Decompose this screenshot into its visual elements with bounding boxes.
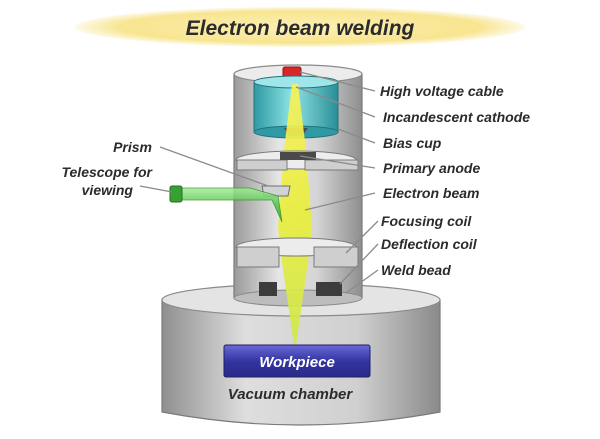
- leader-incandescent-cathode: [295, 86, 376, 118]
- workpiece-label: Workpiece: [259, 354, 335, 371]
- title-banner-shape: [75, 7, 525, 47]
- label-focusing-coil: Focusing coil: [381, 213, 472, 229]
- page-title: Electron beam welding: [186, 17, 415, 40]
- leader-bias-cup: [337, 128, 376, 144]
- label-weld-bead: Weld bead: [381, 262, 451, 278]
- label-telescope-line1: Telescope for: [61, 164, 153, 180]
- right-labels: High voltage cable Incandescent cathode …: [380, 83, 530, 278]
- primary-anode: [235, 150, 359, 171]
- label-primary-anode: Primary anode: [383, 160, 480, 176]
- leader-lines: [139, 71, 379, 294]
- leader-deflection-coil: [339, 243, 379, 285]
- label-deflection-coil: Deflection coil: [381, 236, 478, 252]
- label-incandescent-cathode: Incandescent cathode: [383, 109, 530, 125]
- label-telescope-line2: viewing: [82, 182, 134, 198]
- leader-primary-anode: [299, 155, 376, 169]
- leader-electron-beam: [304, 192, 376, 211]
- leader-focusing-coil: [345, 220, 379, 254]
- focusing-coil: [235, 237, 359, 268]
- label-high-voltage-cable: High voltage cable: [380, 83, 504, 99]
- label-bias-cup: Bias cup: [383, 135, 442, 151]
- label-prism: Prism: [113, 139, 152, 155]
- label-electron-beam: Electron beam: [383, 185, 479, 201]
- leader-high-voltage-cable: [299, 71, 376, 92]
- telescope: [169, 185, 283, 223]
- leader-prism: [159, 146, 269, 187]
- leader-telescope: [139, 185, 173, 193]
- leader-weld-bead: [345, 269, 379, 294]
- deflection-coil: [259, 282, 342, 296]
- left-labels: Prism Telescope for viewing: [61, 139, 153, 198]
- title-banner: Electron beam welding: [75, 7, 525, 47]
- electron-beam: [278, 84, 312, 345]
- vacuum-chamber-label: Vacuum chamber: [228, 386, 354, 403]
- workpiece: Workpiece: [223, 344, 371, 378]
